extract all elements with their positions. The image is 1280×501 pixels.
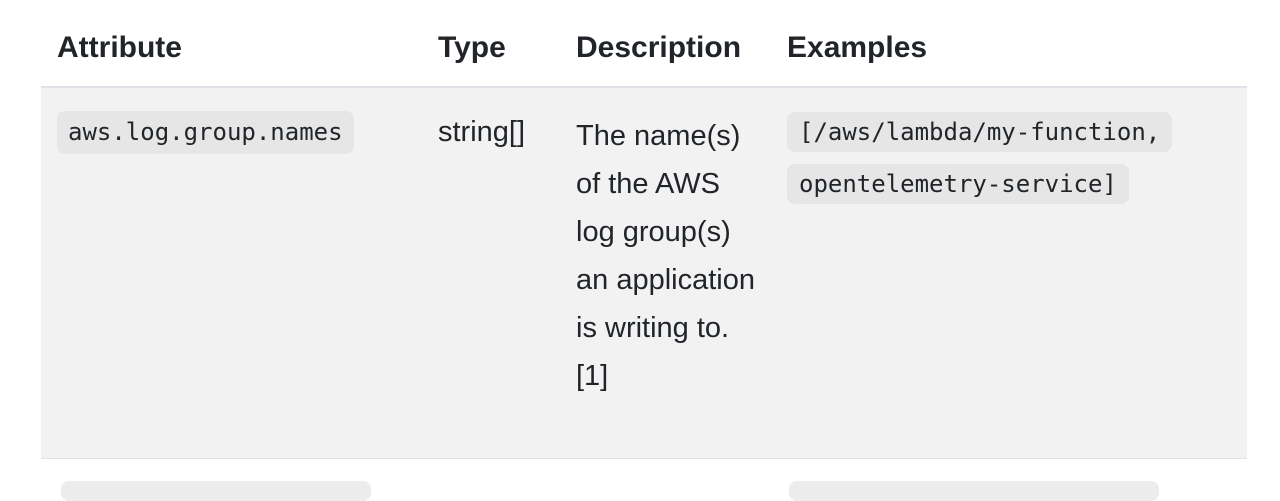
header-type: Type [438, 31, 506, 64]
examples-cell: [/aws/lambda/my-function, opentelemetry-… [787, 108, 1217, 212]
header-examples: Examples [787, 31, 928, 64]
type-cell: string[] [438, 116, 526, 148]
example-value-code: [/aws/lambda/my-function, opentelemetry-… [787, 112, 1173, 204]
next-row-example-code-partial [789, 481, 1159, 501]
next-table-row [41, 459, 1247, 501]
attributes-table: Attribute Type Description Examples aws.… [41, 0, 1247, 501]
attribute-cell: aws.log.group.names [57, 111, 354, 154]
header-attribute: Attribute [57, 31, 182, 64]
table-header-row: Attribute Type Description Examples [41, 0, 1247, 88]
attribute-name-code: aws.log.group.names [57, 111, 354, 154]
header-description: Description [576, 31, 742, 64]
description-cell: The name(s) of the AWS log group(s) an a… [576, 120, 755, 392]
next-row-attribute-code-partial [61, 481, 371, 501]
